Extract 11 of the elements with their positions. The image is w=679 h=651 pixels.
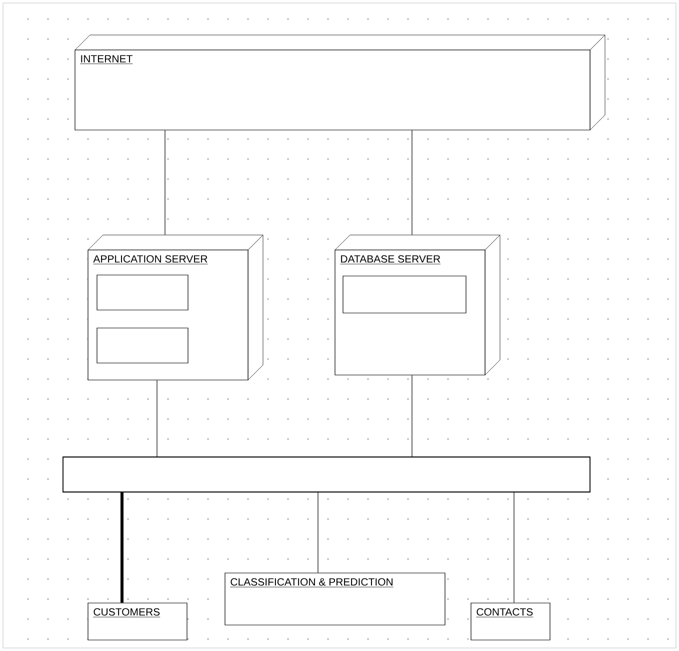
connector-line [164,130,166,235]
connector-line [156,380,158,457]
component-box: CLASSIFICATION & PREDICTION [224,572,446,626]
connector-line [120,492,124,603]
bus-bar [62,456,590,492]
component-box: CONTACTS [470,602,550,640]
component-box [96,328,188,364]
node-box: INTERNET [74,34,606,130]
component-box [96,274,188,310]
component-box [342,276,466,314]
component-box: CUSTOMERS [88,602,188,640]
